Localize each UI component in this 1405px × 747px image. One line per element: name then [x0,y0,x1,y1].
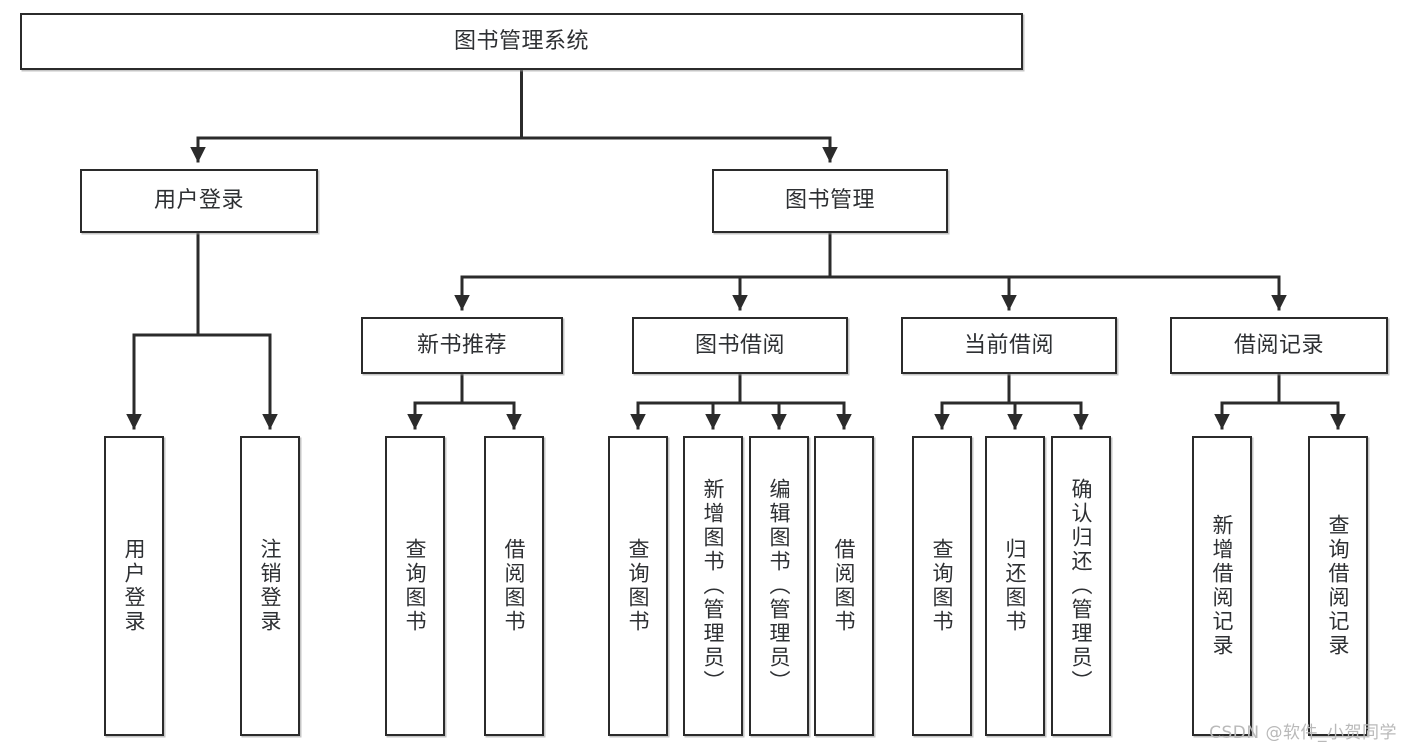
leaf-add-record-label: 新增借阅记录 [1210,514,1235,658]
leaf-query-book-1[interactable]: 查询图书 [385,436,445,736]
node-book-management[interactable]: 图书管理 [712,169,948,233]
node-book-borrowing-label: 图书借阅 [694,332,785,358]
leaf-confirm-return-label: 确认归还（管理员） [1069,478,1094,694]
leaf-borrow-book-1[interactable]: 借阅图书 [484,436,544,736]
node-borrowing-record[interactable]: 借阅记录 [1170,317,1388,374]
node-new-book-recommendation-label: 新书推荐 [416,332,507,358]
leaf-borrow-book-1-label: 借阅图书 [502,538,527,634]
leaf-return-book-label: 归还图书 [1003,538,1028,634]
leaf-confirm-return[interactable]: 确认归还（管理员） [1051,436,1111,736]
node-book-management-label: 图书管理 [784,188,875,214]
leaf-borrow-book-2-label: 借阅图书 [832,538,857,634]
leaf-add-book[interactable]: 新增图书（管理员） [683,436,743,736]
node-root-system-label: 图书管理系统 [453,28,589,54]
node-root-system[interactable]: 图书管理系统 [20,13,1023,70]
leaf-query-book-3[interactable]: 查询图书 [912,436,972,736]
node-user-login[interactable]: 用户登录 [80,169,318,233]
leaf-query-record[interactable]: 查询借阅记录 [1308,436,1368,736]
node-current-borrowing[interactable]: 当前借阅 [901,317,1117,374]
leaf-query-book-2-label: 查询图书 [626,538,651,634]
leaf-logout[interactable]: 注销登录 [240,436,300,736]
leaf-borrow-book-2[interactable]: 借阅图书 [814,436,874,736]
leaf-query-book-1-label: 查询图书 [403,538,428,634]
node-user-login-label: 用户登录 [153,188,244,214]
leaf-user-login-label: 用户登录 [122,538,147,634]
node-current-borrowing-label: 当前借阅 [963,332,1054,358]
leaf-query-record-label: 查询借阅记录 [1326,514,1351,658]
leaf-add-book-label: 新增图书（管理员） [701,478,726,694]
leaf-query-book-3-label: 查询图书 [930,538,955,634]
leaf-user-login[interactable]: 用户登录 [104,436,164,736]
leaf-edit-book-label: 编辑图书（管理员） [767,478,792,694]
leaf-return-book[interactable]: 归还图书 [985,436,1045,736]
leaf-add-record[interactable]: 新增借阅记录 [1192,436,1252,736]
leaf-logout-label: 注销登录 [258,538,283,634]
leaf-edit-book[interactable]: 编辑图书（管理员） [749,436,809,736]
leaf-query-book-2[interactable]: 查询图书 [608,436,668,736]
node-borrowing-record-label: 借阅记录 [1233,332,1324,358]
node-book-borrowing[interactable]: 图书借阅 [632,317,848,374]
node-new-book-recommendation[interactable]: 新书推荐 [361,317,563,374]
csdn-watermark: CSDN @软件_小贺同学 [1209,723,1397,743]
